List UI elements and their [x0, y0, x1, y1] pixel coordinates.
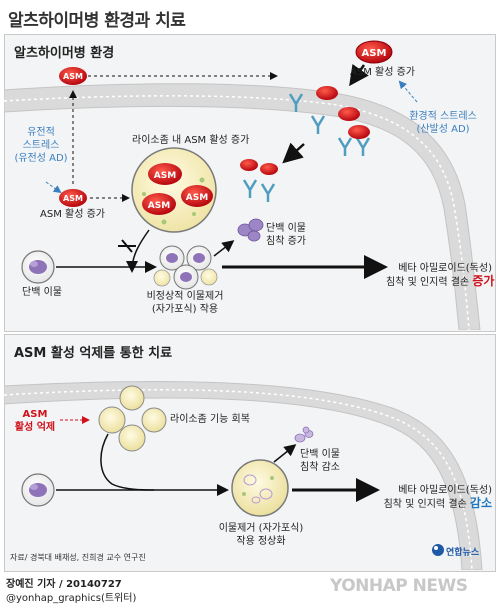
page-title: 알츠하이머병 환경과 치료 — [8, 11, 186, 31]
removal-normalized-label: 이물제거 (자가포식) 작용 정상화 — [206, 522, 316, 548]
outcome-decrease-emphasis: 감소 — [469, 496, 492, 510]
outcome-line1: 베타 아밀로이드(독성) — [398, 485, 492, 496]
protein-deposit-line2: 침착 감소 — [300, 462, 340, 473]
env-stress-label: 환경적 스트레스 (산발성 AD) — [395, 110, 491, 136]
asm-enzyme — [348, 125, 370, 139]
asm-enzyme-left — [59, 189, 87, 207]
section-heading-environment: 알츠하이머병 환경 — [14, 46, 115, 61]
membrane-receptor — [242, 93, 371, 202]
protein-deposit — [237, 218, 264, 242]
section-heading-treatment: ASM 활성 억제를 통한 치료 — [14, 346, 173, 361]
genetic-stress-line2: 스트레스 — [22, 140, 60, 151]
asm-inhibit-line1: ASM — [22, 409, 48, 420]
panel-disease-environment — [4, 34, 496, 332]
protein-aggregate-cell — [21, 250, 55, 284]
asm-activation-label-top: ASM 활성 증가 — [350, 67, 415, 78]
asm-enzyme — [316, 86, 338, 100]
protein-deposit-line2: 침착 증가 — [266, 236, 306, 247]
protein-deposit — [294, 426, 314, 443]
removal-line2: 작용 정상화 — [236, 536, 286, 547]
diagram-panel-1: ASM ASM ASM ASM ASM ASM — [4, 40, 481, 330]
protein-deposit-line1: 단백 이물 — [300, 449, 340, 460]
protein-aggregate-label: 단백 이물 — [22, 287, 62, 298]
protein-aggregate-cell — [21, 473, 55, 507]
asm-enzyme — [260, 163, 278, 175]
watermark: YONHAP NEWS — [330, 576, 468, 596]
lysosome-recovery-label: 라이소좀 기능 회복 — [170, 414, 250, 425]
outcome-increase-label: 베타 아밀로이드(독성) 침착 및 인지력 결손 증가 — [386, 262, 495, 289]
asm-enzyme-upper-left — [59, 67, 87, 85]
asm-enzyme — [240, 159, 258, 171]
asm-label: ASM — [154, 171, 176, 181]
outcome-decrease-label: 베타 아밀로이드(독성) 침착 및 인지력 결손 감소 — [378, 484, 492, 511]
lysosome-asm-label: 라이소좀 내 ASM 활성 증가 — [132, 135, 250, 146]
panel-treatment — [4, 334, 496, 572]
genetic-stress-line3: (유전성 AD) — [14, 153, 68, 164]
asm-label: ASM — [63, 72, 83, 81]
outcome-increase-emphasis: 증가 — [472, 274, 495, 288]
abnormal-removal-label: 비정상적 이물제거 (자가포식) 작용 — [130, 290, 240, 316]
asm-label: ASM — [186, 193, 208, 203]
lysosome-asm — [131, 147, 217, 233]
outcome-line2: 침착 및 인지력 결손 — [386, 277, 470, 288]
recovered-lysosomes — [98, 385, 167, 452]
source-note: 자료/ 경북대 배재성, 진희경 교수 연구진 — [10, 553, 146, 562]
protein-deposit-line1: 단백 이물 — [266, 223, 306, 234]
asm-enzyme-top-right — [355, 40, 393, 64]
genetic-stress-label: 유전적 스트레스 (유전성 AD) — [6, 126, 76, 165]
asm-inhibit-line2: 활성 억제 — [14, 422, 56, 433]
outcome-line2-wrap: 침착 및 인지력 결손 감소 — [378, 497, 492, 511]
asm-activation-label-left: ASM 활성 증가 — [40, 209, 105, 220]
env-stress-line2: (산발성 AD) — [416, 124, 470, 135]
protein-deposit-decrease-label: 단백 이물 침착 감소 — [300, 448, 340, 474]
asm-label: ASM — [148, 201, 170, 211]
asm-label: ASM — [63, 194, 83, 203]
abnormal-removal-line2: (자가포식) 작용 — [151, 304, 219, 315]
outcome-line2-wrap: 침착 및 인지력 결손 증가 — [386, 274, 495, 289]
protein-deposit-increase-label: 단백 이물 침착 증가 — [266, 222, 306, 248]
yonhap-logo-mark — [432, 544, 444, 556]
removal-line1: 이물제거 (자가포식) — [218, 523, 304, 534]
credit-line-2: @yonhap_graphics(트위터) — [6, 593, 137, 604]
credit-line-1: 장예진 기자 / 20140727 — [6, 579, 122, 590]
cell-membrane — [4, 380, 483, 570]
asm-enzyme — [338, 107, 360, 121]
outcome-line2: 침착 및 인지력 결손 — [383, 499, 467, 510]
asm-inhibit-label: ASM 활성 억제 — [10, 408, 60, 434]
genetic-stress-line1: 유전적 — [27, 127, 55, 138]
diagram-panel-2 — [4, 380, 483, 570]
outcome-line1: 베타 아밀로이드(독성) — [398, 263, 492, 274]
abnormal-removal-line1: 비정상적 이물제거 — [146, 291, 224, 302]
env-stress-line1: 환경적 스트레스 — [409, 111, 477, 122]
asm-label: ASM — [362, 48, 387, 59]
autolysosome — [231, 459, 289, 517]
yonhap-logo-text: 연합뉴스 — [446, 548, 480, 558]
vesicle-cluster — [153, 245, 218, 290]
